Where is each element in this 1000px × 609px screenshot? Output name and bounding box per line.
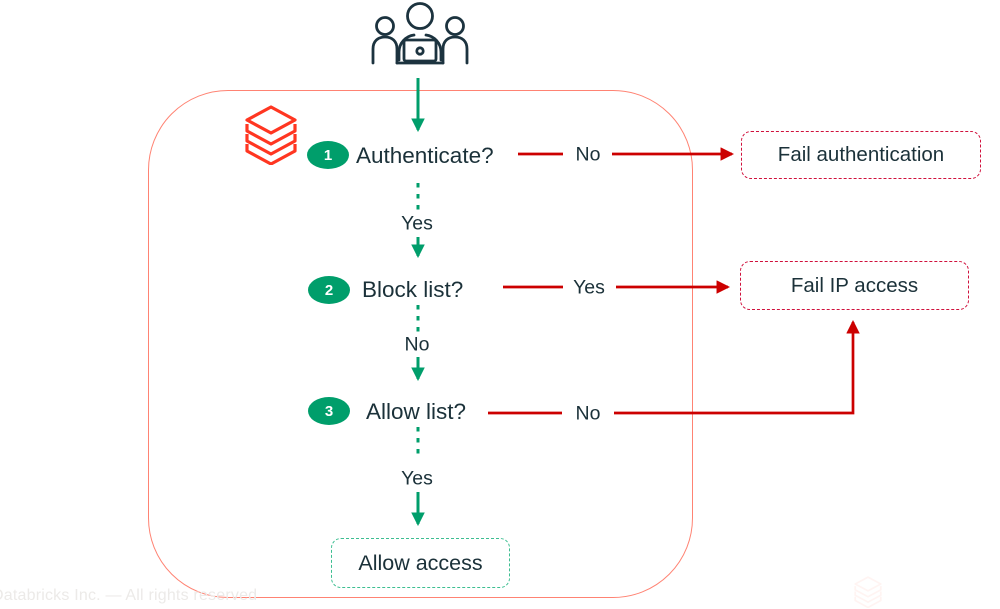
- step-2-badge: 2: [308, 276, 350, 304]
- step-2-question: Block list?: [362, 277, 464, 302]
- step-1-number: 1: [323, 146, 333, 164]
- label-step1-branch: No: [571, 143, 605, 167]
- label-step1-continue: Yes: [397, 212, 437, 236]
- step-3-badge: 3: [308, 397, 350, 425]
- fail-ip-access-box: Fail IP access: [740, 261, 969, 310]
- fail-authentication-box: Fail authentication: [741, 131, 981, 179]
- label-step2-continue: No: [400, 333, 434, 357]
- databricks-logo-watermark: [854, 576, 882, 608]
- label-step2-branch: Yes: [569, 276, 609, 300]
- label-step3-branch: No: [571, 402, 605, 426]
- users-group-laptop-icon: [371, 2, 469, 65]
- allow-access-box: Allow access: [331, 538, 510, 588]
- copyright-text: Databricks Inc. — All rights reserved: [0, 587, 258, 604]
- fail-ip-access-label: Fail IP access: [790, 273, 919, 297]
- step-3-number: 3: [324, 402, 334, 420]
- step-1-question: Authenticate?: [356, 143, 494, 168]
- step-2-number: 2: [324, 281, 334, 299]
- databricks-logo: [245, 105, 297, 165]
- allow-access-label: Allow access: [358, 550, 483, 575]
- fail-authentication-label: Fail authentication: [777, 143, 945, 166]
- label-step3-continue: Yes: [397, 467, 437, 491]
- step-1-badge: 1: [307, 141, 349, 169]
- step-3-question: Allow list?: [366, 399, 467, 424]
